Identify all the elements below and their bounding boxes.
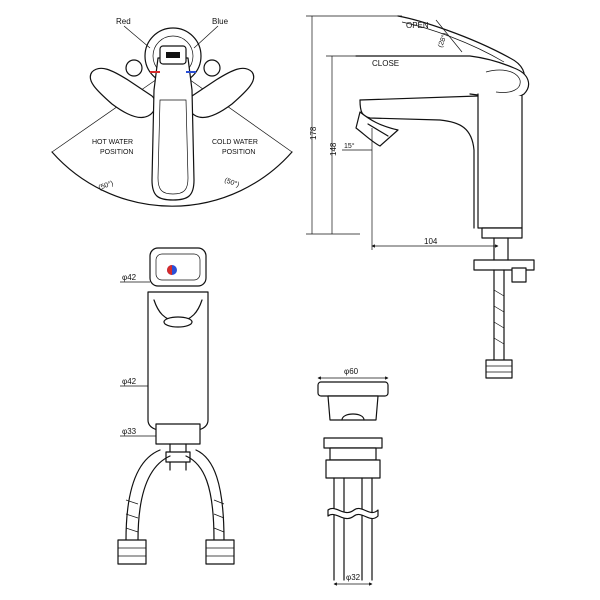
front-dia-top: φ42 xyxy=(122,273,137,282)
side-view: 178 148 OPEN (28°) CLOSE 15° 104 xyxy=(306,15,535,379)
aerator xyxy=(163,316,193,328)
drain-flange xyxy=(323,437,383,449)
handle-center xyxy=(151,57,195,201)
blue-label: Blue xyxy=(212,17,229,26)
drain-tail xyxy=(333,477,373,581)
sector-line-left xyxy=(51,69,171,153)
front-body xyxy=(147,291,209,433)
angle-left: (50°) xyxy=(97,179,114,192)
hot-label-line1: HOT WATER xyxy=(92,139,133,146)
height-spout: 148 xyxy=(329,142,338,156)
left-boss xyxy=(125,59,143,77)
front-view: φ42 φ42 φ33 xyxy=(117,247,235,565)
hose-left xyxy=(125,449,171,541)
angle-right: (50°) xyxy=(223,176,240,189)
front-dia-body: φ42 xyxy=(122,377,137,386)
front-dia-base: φ33 xyxy=(122,427,137,436)
reach-dim: 104 xyxy=(424,237,438,246)
sector-line-right xyxy=(175,69,293,153)
faucet-body xyxy=(477,93,523,229)
hose-right xyxy=(185,449,225,541)
handle-hot-position xyxy=(89,67,157,119)
open-label: OPEN xyxy=(406,21,429,30)
drain-dia-cap: φ60 xyxy=(344,367,359,376)
hot-label-line2: POSITION xyxy=(100,149,133,156)
fitting-left xyxy=(117,539,147,565)
base-plate xyxy=(481,227,523,239)
close-label: CLOSE xyxy=(372,59,399,68)
front-base xyxy=(155,423,201,445)
drain-dia-tail: φ32 xyxy=(346,573,361,582)
rotation-arc xyxy=(51,151,293,207)
cold-label-line1: COLD WATER xyxy=(212,139,258,146)
spout-angle: 15° xyxy=(344,142,355,150)
right-boss xyxy=(203,59,221,77)
drain-cap xyxy=(317,381,389,397)
hose-fitting xyxy=(485,359,513,379)
open-angle: (28°) xyxy=(436,32,449,49)
fitting-right xyxy=(205,539,235,565)
cold-label-line2: POSITION xyxy=(222,149,255,156)
drain-view: φ60 φ32 xyxy=(317,367,389,586)
height-total: 178 xyxy=(309,126,318,140)
top-view: Red Blue HOT WATER POSITION COLD WATER P… xyxy=(51,17,293,207)
handle-cold-position xyxy=(187,67,255,119)
supply-hose xyxy=(493,269,505,361)
red-label: Red xyxy=(116,17,131,26)
front-head xyxy=(149,247,207,287)
